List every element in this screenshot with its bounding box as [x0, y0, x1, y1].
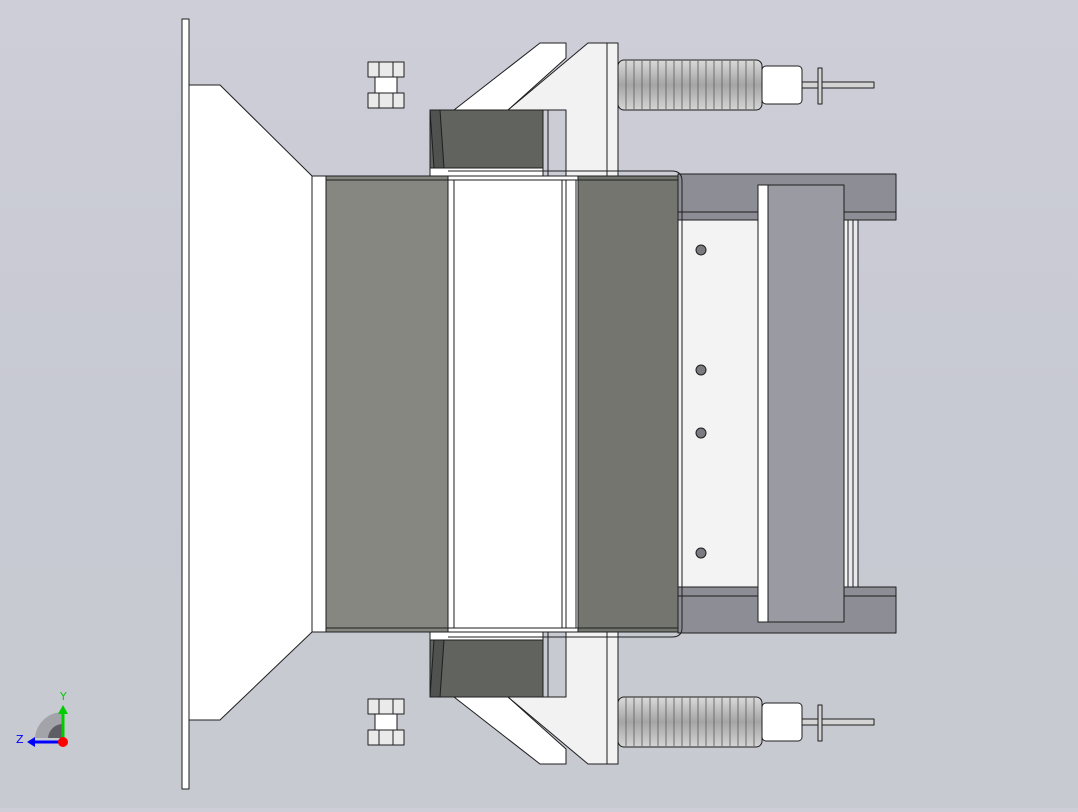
y-axis-label: Y: [59, 690, 67, 703]
clamp-block-top[interactable]: [429, 109, 544, 177]
rear-bracket-plate[interactable]: [757, 184, 845, 623]
orientation-triad: Y Z: [16, 690, 68, 747]
z-axis-label: Z: [16, 733, 24, 746]
side-gusset-bottom[interactable]: [453, 631, 619, 765]
spring-assembly-bottom[interactable]: [617, 696, 875, 748]
spring-assembly-top[interactable]: [617, 59, 875, 111]
feed-chute[interactable]: [325, 175, 679, 633]
x-axis-icon: [58, 737, 68, 747]
y-arrow-icon: [58, 705, 68, 714]
transition-hopper[interactable]: [188, 84, 327, 721]
mounting-plate[interactable]: [181, 18, 190, 790]
z-arrow-icon: [27, 737, 35, 747]
clamp-block-bottom[interactable]: [429, 631, 544, 698]
bolt-pair-bottom[interactable]: [367, 698, 405, 746]
bolt-pair-top[interactable]: [367, 61, 405, 109]
triad-inner-icon: [48, 723, 63, 738]
bracket-holes: [695, 244, 707, 559]
chute-liner: [448, 170, 683, 638]
